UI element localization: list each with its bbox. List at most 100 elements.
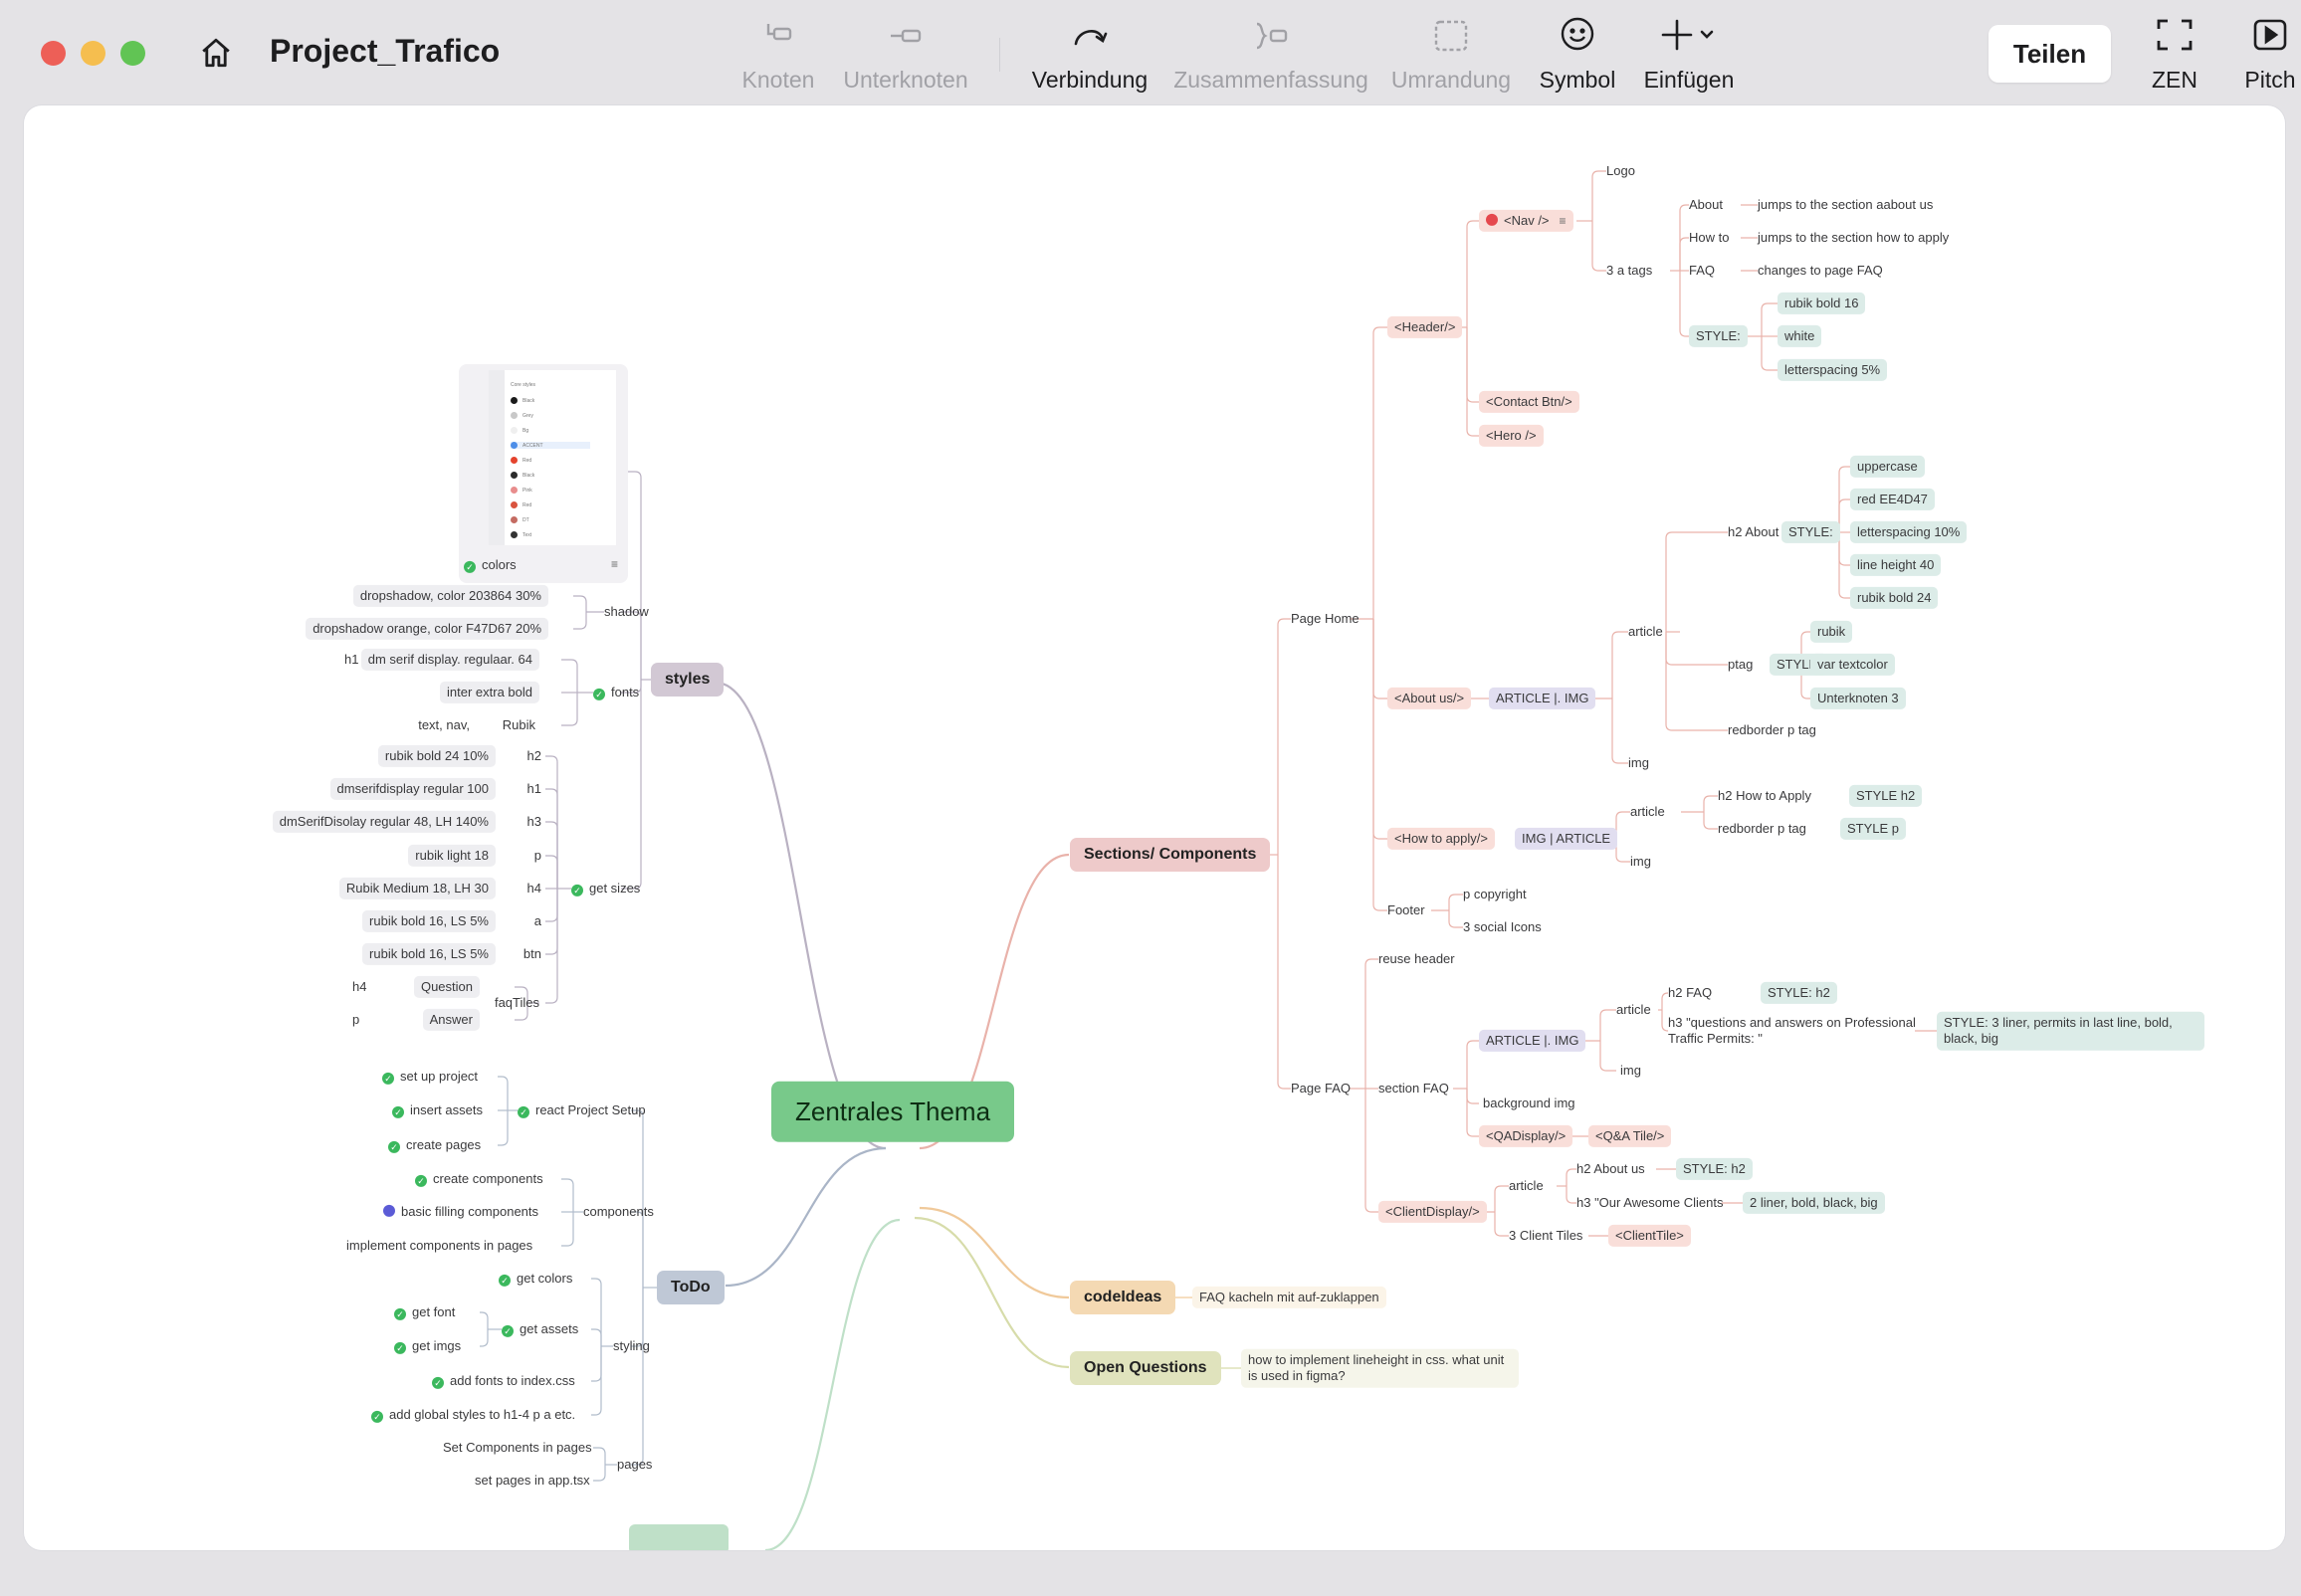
style-value[interactable]: letterspacing 10%: [1850, 520, 1968, 544]
font-item[interactable]: dm serif display. regulaar. 64: [360, 648, 539, 672]
fonts-node[interactable]: ✓fonts: [593, 685, 639, 700]
faq-tile-item[interactable]: Answer: [422, 1008, 480, 1032]
todo-item[interactable]: Set Components in pages: [443, 1440, 592, 1456]
page-faq-node[interactable]: Page FAQ: [1291, 1081, 1351, 1097]
article-node[interactable]: article: [1628, 624, 1663, 640]
todo-item[interactable]: ✓get imgs: [394, 1338, 461, 1354]
todo-item[interactable]: ✓set up project: [382, 1069, 478, 1085]
todo-item[interactable]: ✓add global styles to h1-4 p a etc.: [371, 1407, 575, 1423]
style-value[interactable]: Unterknoten 3: [1810, 687, 1906, 710]
footer-item[interactable]: p copyright: [1463, 887, 1527, 902]
styling-node[interactable]: styling: [613, 1338, 650, 1354]
pages-node[interactable]: pages: [617, 1457, 652, 1473]
style-value[interactable]: white: [1778, 324, 1822, 348]
faq-tile-tag[interactable]: h4: [352, 979, 366, 995]
redborder-node[interactable]: redborder p tag: [1728, 722, 1816, 738]
central-topic[interactable]: Zentrales Thema: [771, 1081, 1015, 1142]
a-tags-node[interactable]: 3 a tags: [1606, 263, 1652, 279]
style-node[interactable]: 2 liner, bold, black, big: [1743, 1191, 1885, 1215]
open-questions-note[interactable]: how to implement lineheight in css. what…: [1241, 1348, 1519, 1388]
size-value[interactable]: dmSerifDisolay regular 48, LH 140%: [272, 810, 496, 834]
style-node[interactable]: STYLE: 3 liner, permits in last line, bo…: [1937, 1011, 2204, 1051]
codeideas-note[interactable]: FAQ kacheln mit auf-zuklappen: [1192, 1286, 1386, 1309]
size-value[interactable]: rubik light 18: [408, 844, 496, 868]
todo-item[interactable]: ✓add fonts to index.css: [432, 1373, 575, 1389]
shadow-node[interactable]: shadow: [604, 604, 649, 620]
img-article-node[interactable]: IMG | ARTICLE: [1515, 827, 1618, 851]
article-img-node[interactable]: ARTICLE |. IMG: [1489, 687, 1596, 710]
style-value[interactable]: uppercase: [1850, 455, 1925, 479]
shadow-item[interactable]: dropshadow, color 203864 30%: [352, 584, 548, 608]
background-img-node[interactable]: background img: [1483, 1096, 1575, 1111]
img-node[interactable]: img: [1620, 1063, 1641, 1079]
get-assets-node[interactable]: ✓get assets: [502, 1321, 578, 1337]
branch-codeideas[interactable]: codeIdeas: [1070, 1281, 1176, 1314]
footer-node[interactable]: Footer: [1387, 902, 1425, 918]
toolbar-pitch-button[interactable]: Pitch: [2230, 18, 2301, 94]
faq-tiles-node[interactable]: faqTiles: [495, 995, 539, 1011]
todo-item[interactable]: ✓get colors: [499, 1271, 572, 1287]
size-tag[interactable]: h3: [527, 814, 541, 830]
font-item[interactable]: inter extra bold: [440, 681, 539, 704]
toolbar-symbol-button[interactable]: Symbol: [1468, 17, 1687, 94]
toolbar-einfuegen-button[interactable]: Einfügen: [1579, 18, 1798, 94]
logo-node[interactable]: Logo: [1606, 163, 1635, 179]
todo-item[interactable]: basic filling components: [383, 1204, 538, 1220]
size-value[interactable]: dmserifdisplay regular 100: [329, 777, 496, 801]
react-setup-node[interactable]: ✓react Project Setup: [518, 1102, 646, 1118]
page-home-node[interactable]: Page Home: [1291, 611, 1360, 627]
todo-item[interactable]: set pages in app.tsx: [475, 1473, 590, 1489]
h2-node[interactable]: h2 How to Apply: [1718, 788, 1811, 804]
a-tag-note[interactable]: jumps to the section how to apply: [1758, 230, 1949, 246]
size-tag[interactable]: h2: [527, 748, 541, 764]
img-node[interactable]: img: [1630, 854, 1651, 870]
todo-item[interactable]: ✓insert assets: [392, 1102, 483, 1118]
zoom-window-button[interactable]: [120, 41, 145, 66]
get-sizes-node[interactable]: ✓get sizes: [571, 881, 640, 897]
todo-item[interactable]: ✓create pages: [388, 1137, 481, 1153]
a-tag-note[interactable]: changes to page FAQ: [1758, 263, 1883, 279]
size-value[interactable]: Rubik Medium 18, LH 30: [338, 877, 496, 900]
font-item[interactable]: Rubik: [503, 717, 535, 733]
minimize-window-button[interactable]: [81, 41, 105, 66]
style-node[interactable]: STYLE:: [1781, 520, 1840, 544]
h3-node[interactable]: h3 "Our Awesome Clients: [1576, 1195, 1723, 1211]
font-prefix[interactable]: h1: [344, 652, 358, 668]
font-prefix[interactable]: text, nav,: [418, 717, 470, 733]
img-node[interactable]: img: [1628, 755, 1649, 771]
article-node[interactable]: article: [1616, 1002, 1651, 1018]
size-value[interactable]: rubik bold 16, LS 5%: [362, 909, 496, 933]
close-window-button[interactable]: [41, 41, 66, 66]
branch-styles[interactable]: styles: [651, 663, 725, 697]
h2-node[interactable]: h2 About us: [1576, 1161, 1645, 1177]
style-value[interactable]: line height 40: [1850, 553, 1942, 577]
toolbar-verbindung-button[interactable]: Verbindung: [980, 18, 1199, 94]
style-node[interactable]: STYLE: h2: [1676, 1157, 1753, 1181]
style-node[interactable]: STYLE p: [1840, 817, 1907, 841]
style-value[interactable]: var textcolor: [1810, 653, 1895, 677]
style-value[interactable]: letterspacing 5%: [1778, 358, 1888, 382]
a-tag-note[interactable]: jumps to the section aabout us: [1758, 197, 1933, 213]
components-node[interactable]: components: [583, 1204, 654, 1220]
share-button[interactable]: Teilen: [1988, 25, 2111, 83]
toolbar-knoten-button[interactable]: Knoten: [669, 18, 888, 94]
about-component[interactable]: <About us/>: [1387, 687, 1472, 710]
h2-node[interactable]: h2 About us: [1728, 524, 1796, 540]
qa-display-component[interactable]: <QADisplay/>: [1479, 1124, 1573, 1148]
shadow-item[interactable]: dropshadow orange, color F47D67 20%: [306, 617, 548, 641]
nav-component[interactable]: <Nav />≡: [1479, 209, 1573, 233]
hero-component[interactable]: <Hero />: [1479, 424, 1544, 448]
branch-todo[interactable]: ToDo: [657, 1271, 725, 1304]
redborder-node[interactable]: redborder p tag: [1718, 821, 1806, 837]
h2-node[interactable]: h2 FAQ: [1668, 985, 1712, 1001]
toolbar-zen-button[interactable]: ZEN: [2135, 18, 2214, 94]
todo-item[interactable]: ✓get font: [394, 1304, 455, 1320]
size-tag[interactable]: h4: [527, 881, 541, 897]
style-value[interactable]: rubik bold 16: [1778, 292, 1866, 315]
how-to-component[interactable]: <How to apply/>: [1387, 827, 1495, 851]
style-node[interactable]: STYLE h2: [1849, 784, 1923, 808]
toolbar-unterknoten-button[interactable]: Unterknoten: [796, 18, 1015, 94]
article-node[interactable]: article: [1509, 1178, 1544, 1194]
